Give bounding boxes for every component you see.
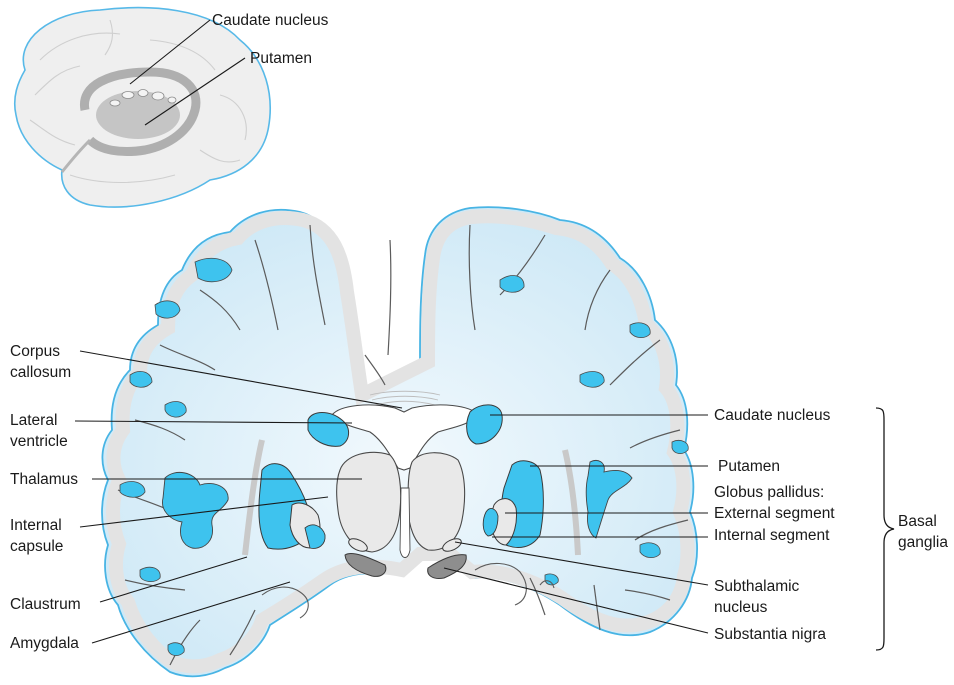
internal-segment-label: Internal segment bbox=[714, 527, 830, 544]
globus-pallidus-heading: Globus pallidus: bbox=[714, 484, 824, 501]
internal-capsule-label-line2: capsule bbox=[10, 538, 63, 555]
inset-brain: Caudate nucleus Putamen bbox=[15, 8, 329, 207]
subthalamic-label-line2: nucleus bbox=[714, 599, 768, 616]
basal-ganglia-brace bbox=[876, 408, 894, 650]
thalamus-label: Thalamus bbox=[10, 471, 78, 488]
lateral-ventricle-label-line2: ventricle bbox=[10, 433, 68, 450]
lateral-ventricle-label-line1: Lateral bbox=[10, 412, 57, 429]
corpus-callosum-label-line2: callosum bbox=[10, 364, 71, 381]
external-segment-label: External segment bbox=[714, 505, 835, 522]
substantia-nigra-label: Substantia nigra bbox=[714, 626, 826, 643]
inset-putamen-label: Putamen bbox=[250, 50, 312, 67]
subthalamic-label-line1: Subthalamic bbox=[714, 578, 800, 595]
claustrum-label: Claustrum bbox=[10, 596, 81, 613]
basal-ganglia-label-line1: Basal bbox=[898, 513, 937, 530]
caudate-nucleus-label: Caudate nucleus bbox=[714, 407, 831, 424]
right-thalamus bbox=[408, 453, 465, 550]
inset-caudate-label: Caudate nucleus bbox=[212, 12, 329, 29]
internal-capsule-label-line1: Internal bbox=[10, 517, 62, 534]
coronal-section bbox=[102, 207, 697, 676]
corpus-callosum-label-line1: Corpus bbox=[10, 343, 60, 360]
putamen-label: Putamen bbox=[718, 458, 780, 475]
amygdala-label: Amygdala bbox=[10, 635, 79, 652]
third-ventricle bbox=[400, 488, 410, 558]
basal-ganglia-label-line2: ganglia bbox=[898, 534, 948, 551]
inset-putamen-shape bbox=[96, 91, 180, 139]
